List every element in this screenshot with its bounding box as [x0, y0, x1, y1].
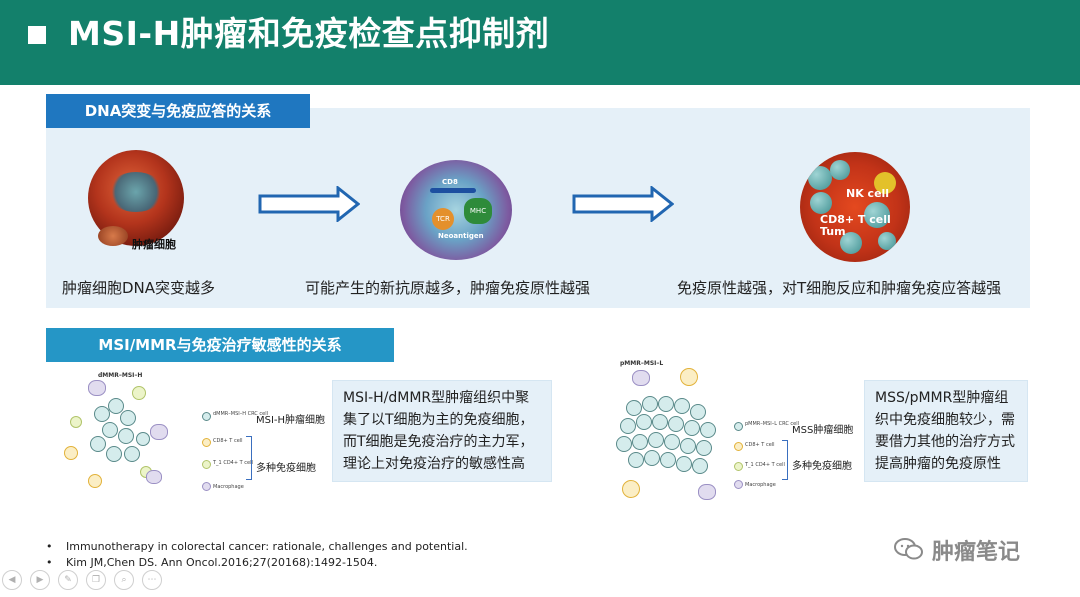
- legend-cd8-icon: [202, 438, 211, 447]
- legend-crc-cell-icon: [202, 412, 211, 421]
- caption-neoantigen: 可能产生的新抗原越多，肿瘤免疫原性越强: [305, 279, 591, 297]
- section2-tab: MSI/MMR与免疫治疗敏感性的关系: [46, 328, 394, 362]
- slide-title: MSI-H肿瘤和免疫检查点抑制剂: [68, 14, 550, 53]
- neoantigen-image: CD8 TCR MHC Neoantigen: [400, 160, 512, 260]
- legend-label-tumor: MSS肿瘤细胞: [792, 425, 854, 436]
- right-arrow-icon: [258, 186, 360, 222]
- legend-label-immune: 多种免疫细胞: [792, 461, 852, 472]
- legend-cd4-icon: [202, 460, 211, 469]
- watermark-text: 肿瘤笔记: [932, 540, 1021, 565]
- legend-label-immune: 多种免疫细胞: [256, 463, 316, 474]
- legend-text: CD8+ T cell: [745, 442, 775, 448]
- legend-macrophage-icon: [202, 482, 211, 491]
- mss-diagram: pMMR–MSI–L: [602, 356, 732, 506]
- zoom-icon[interactable]: ⌕: [114, 570, 134, 590]
- copy-icon[interactable]: ❐: [86, 570, 106, 590]
- legend-bracket: [782, 440, 788, 480]
- legend-text: T_1 CD4+ T cell: [213, 460, 253, 466]
- legend-crc-cell-icon: [734, 422, 743, 431]
- legend-cd4-icon: [734, 462, 743, 471]
- msi-h-diagram: dMMR–MSI–H: [46, 366, 206, 496]
- legend-label-tumor: MSI-H肿瘤细胞: [256, 415, 326, 426]
- reference-item: •Kim JM,Chen DS. Ann Oncol.2016;27(20168…: [46, 556, 378, 569]
- immune-cells-image: NK cell CD8+ T cell Tum: [800, 152, 910, 262]
- edit-icon[interactable]: ✎: [58, 570, 78, 590]
- section1-tab: DNA突变与免疫应答的关系: [46, 94, 310, 128]
- more-icon[interactable]: ⋯: [142, 570, 162, 590]
- prev-slide-button[interactable]: ◀: [2, 570, 22, 590]
- legend-cd8-icon: [734, 442, 743, 451]
- reference-item: •Immunotherapy in colorectal cancer: rat…: [46, 540, 468, 553]
- msi-h-description: MSI-H/dMMR型肿瘤组织中聚集了以T细胞为主的免疫细胞，而T细胞是免疫治疗…: [332, 380, 552, 482]
- mss-description: MSS/pMMR型肿瘤组织中免疫细胞较少，需要借力其他的治疗方式提高肿瘤的免疫原…: [864, 380, 1028, 482]
- header-square-icon: [28, 26, 46, 44]
- legend-bracket: [246, 436, 252, 480]
- caption-dna-mutation: 肿瘤细胞DNA突变越多: [62, 279, 216, 297]
- next-slide-button[interactable]: ▶: [30, 570, 50, 590]
- legend-text: T_1 CD4+ T cell: [745, 462, 785, 468]
- legend-text: Macrophage: [745, 482, 776, 488]
- legend-text: pMMR–MSI–L CRC cell: [745, 421, 800, 427]
- slide-header: MSI-H肿瘤和免疫检查点抑制剂: [0, 0, 1080, 85]
- legend-macrophage-icon: [734, 480, 743, 489]
- legend-text: Macrophage: [213, 484, 244, 490]
- legend-text: CD8+ T cell: [213, 438, 243, 444]
- caption-immune-response: 免疫原性越强，对T细胞反应和肿瘤免疫应答越强: [677, 279, 1002, 297]
- wechat-icon: [894, 538, 923, 560]
- legend-text: dMMR–MSI–H CRC cell: [213, 411, 268, 417]
- tumor-cell-label: 肿瘤细胞: [132, 238, 176, 251]
- tumor-cell-blob-icon: [98, 226, 128, 246]
- right-arrow-icon: [572, 186, 674, 222]
